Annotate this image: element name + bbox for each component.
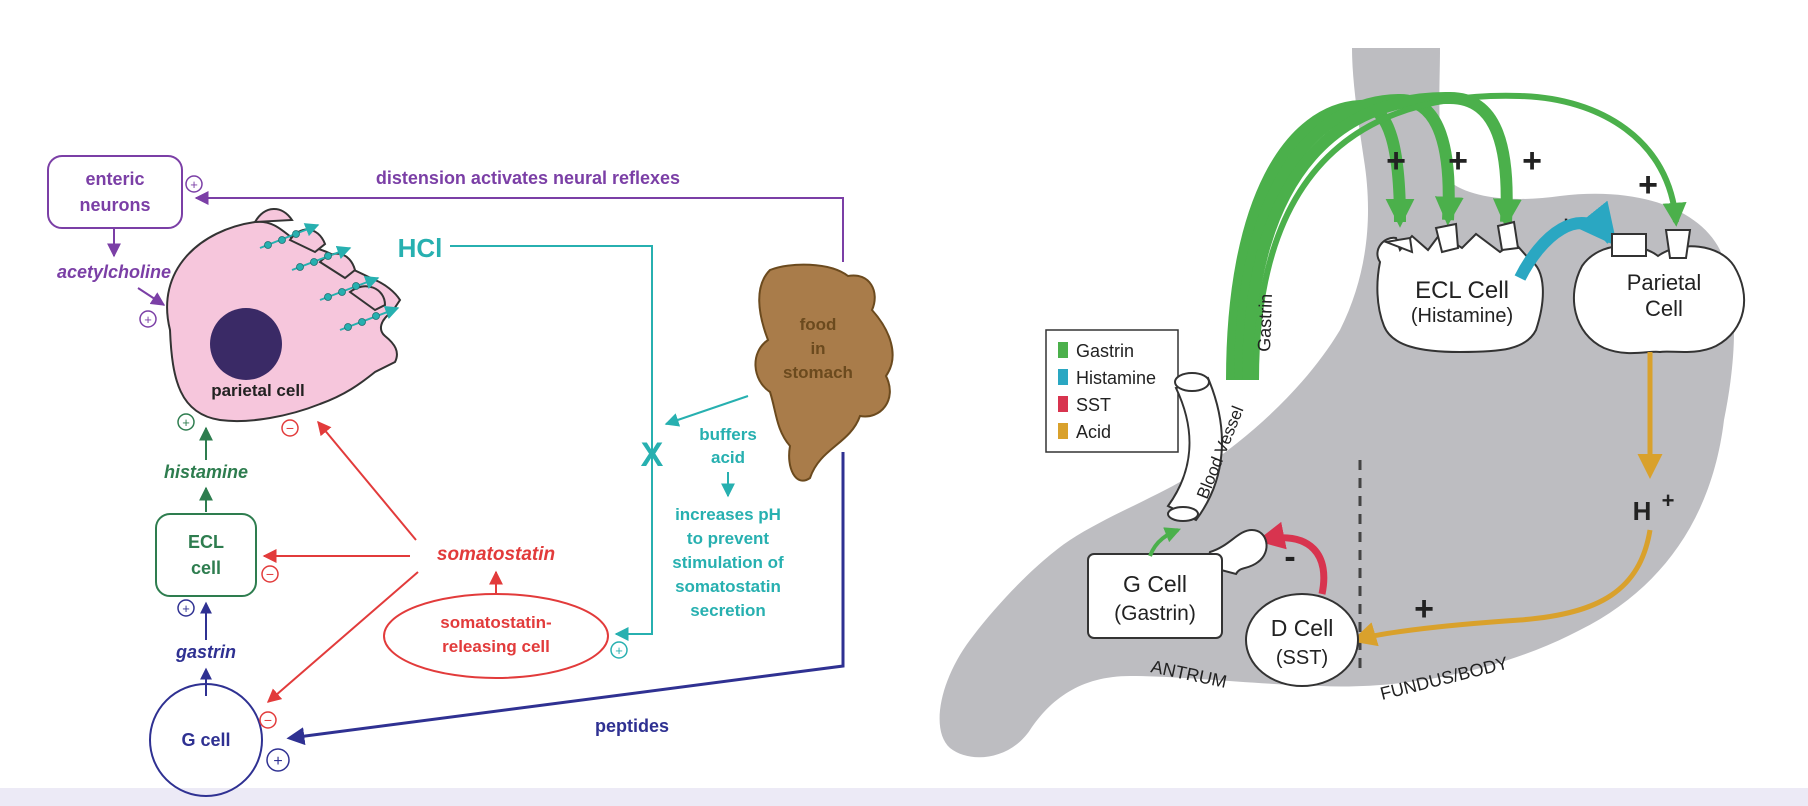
food-blob (754, 263, 894, 482)
distension-arrow (194, 191, 844, 262)
histamine-label: histamine (164, 462, 248, 482)
legend-histamine: Histamine (1076, 368, 1156, 388)
parietal-cell-right-shape (1572, 244, 1746, 355)
block-mark: X (641, 436, 664, 474)
increases-label-2: to prevent (687, 529, 770, 548)
gcell-to-vessel-arrow (1148, 527, 1181, 557)
legend-sst: SST (1076, 395, 1111, 415)
increases-label-1: increases pH (675, 505, 781, 524)
bottom-band (0, 788, 1808, 806)
histamine-arrow (1514, 200, 1618, 281)
legend-swatch-acid (1058, 423, 1068, 439)
plus-sign-3: + (1522, 142, 1542, 180)
legend-gastrin: Gastrin (1076, 341, 1134, 361)
enteric-neurons-box (47, 155, 183, 229)
svg-text:+: + (273, 753, 282, 770)
svg-text:+: + (182, 415, 190, 430)
ecl-minus-sign (261, 565, 279, 583)
peptides-label: peptides (595, 716, 669, 736)
food-label-2: in (810, 339, 825, 358)
gastrin-arrows (1226, 91, 1687, 381)
parietal-nucleus (210, 308, 282, 380)
g-cell-circle (149, 683, 263, 797)
distension-label: distension activates neural reflexes (376, 168, 680, 188)
ecl-cell-right-label-1: ECL Cell (1415, 277, 1509, 304)
somatostatin-label: somatostatin (437, 544, 555, 565)
g-cell-label: G cell (181, 730, 230, 750)
parietal-cell-right-label-2: Cell (1645, 296, 1683, 321)
ecl-cell-label-2: cell (191, 558, 221, 578)
plus-sign-4: + (1638, 166, 1658, 204)
plus-sign-2: + (1448, 142, 1468, 180)
food-label-1: food (800, 315, 837, 334)
enteric-neurons-label-2: neurons (79, 195, 150, 215)
somatostatin-releasing-label-2: releasing cell (442, 637, 550, 656)
g-cell-right-box (1087, 553, 1223, 639)
histamine-plus-sign (177, 413, 195, 431)
parietal-receptor-2 (1664, 229, 1692, 259)
buffers-label-1: buffers (699, 425, 757, 444)
hcl-line (450, 245, 653, 641)
ach-to-parietal-arrow (137, 287, 166, 306)
ach-plus-sign (139, 310, 157, 328)
legend-swatch-sst (1058, 396, 1068, 412)
parietal-cell-label: parietal cell (211, 381, 305, 400)
sst-arrow (1256, 521, 1328, 595)
left-diagram: enteric neurons + distension activates n… (47, 155, 894, 797)
svg-text:+: + (144, 312, 152, 327)
increases-label-5: secretion (690, 601, 766, 620)
g-cell-right-label-2: (Gastrin) (1114, 602, 1196, 625)
acetylcholine-label: acetylcholine (57, 262, 171, 282)
enteric-neurons-label-1: enteric (85, 169, 144, 189)
enteric-plus-sign (185, 175, 203, 193)
acid-arrow-to-d-cell (1351, 529, 1653, 647)
svg-text:−: − (286, 420, 294, 436)
legend-swatch-histamine (1058, 369, 1068, 385)
h-plus-label: H (1633, 496, 1652, 526)
somatostatin-to-gcell-arrow (266, 571, 419, 703)
legend: Gastrin Histamine SST Acid (1058, 341, 1156, 442)
gcell-plus-sign (266, 748, 290, 772)
parietal-receptor-1 (1611, 233, 1647, 257)
svg-text:+: + (182, 601, 190, 616)
ecl-cell-right-label-2: (Histamine) (1411, 305, 1513, 327)
sst-minus-sign: - (1284, 538, 1295, 576)
parietal-minus-sign (281, 419, 299, 437)
food-to-block-arrow (664, 395, 749, 427)
somatostatin-to-parietal-arrow (317, 420, 417, 541)
g-cell-right-label-1: G Cell (1123, 571, 1187, 597)
acid-plus-sign: + (1414, 590, 1434, 628)
parietal-cell-right-label-1: Parietal (1627, 270, 1702, 295)
ecl-cell-label-1: ECL (188, 532, 224, 552)
ecl-cell-box (155, 513, 257, 597)
srcell-plus-sign (610, 641, 628, 659)
legend-acid: Acid (1076, 422, 1111, 442)
plus-sign-1: + (1386, 142, 1406, 180)
buffers-label-2: acid (711, 448, 745, 467)
peptides-arrow (286, 452, 845, 746)
d-cell-label-2: (SST) (1276, 647, 1328, 669)
d-cell-shape (1245, 593, 1359, 687)
somatostatin-releasing-cell (383, 593, 609, 679)
increases-label-3: stimulation of (672, 553, 784, 572)
h-plus-superscript: + (1662, 488, 1675, 513)
food-label-3: stomach (783, 363, 853, 382)
right-diagram: Gastrin Histamine SST Acid Blood Vessel … (939, 48, 1746, 758)
parietal-dots (264, 230, 380, 331)
d-cell-label-1: D Cell (1271, 615, 1334, 641)
hcl-label: HCl (398, 233, 443, 263)
gastrin-label: gastrin (175, 642, 236, 662)
svg-text:+: + (190, 177, 198, 192)
ecl-plus-sign (177, 599, 195, 617)
gastrin-vessel-label: Gastrin (1254, 293, 1276, 352)
legend-swatch-gastrin (1058, 342, 1068, 358)
increases-label-4: somatostatin (675, 577, 781, 596)
svg-text:+: + (615, 643, 623, 658)
gcell-minus-sign (259, 711, 277, 729)
svg-text:−: − (266, 566, 274, 582)
somatostatin-releasing-label-1: somatostatin- (440, 613, 551, 632)
svg-text:−: − (264, 712, 272, 728)
